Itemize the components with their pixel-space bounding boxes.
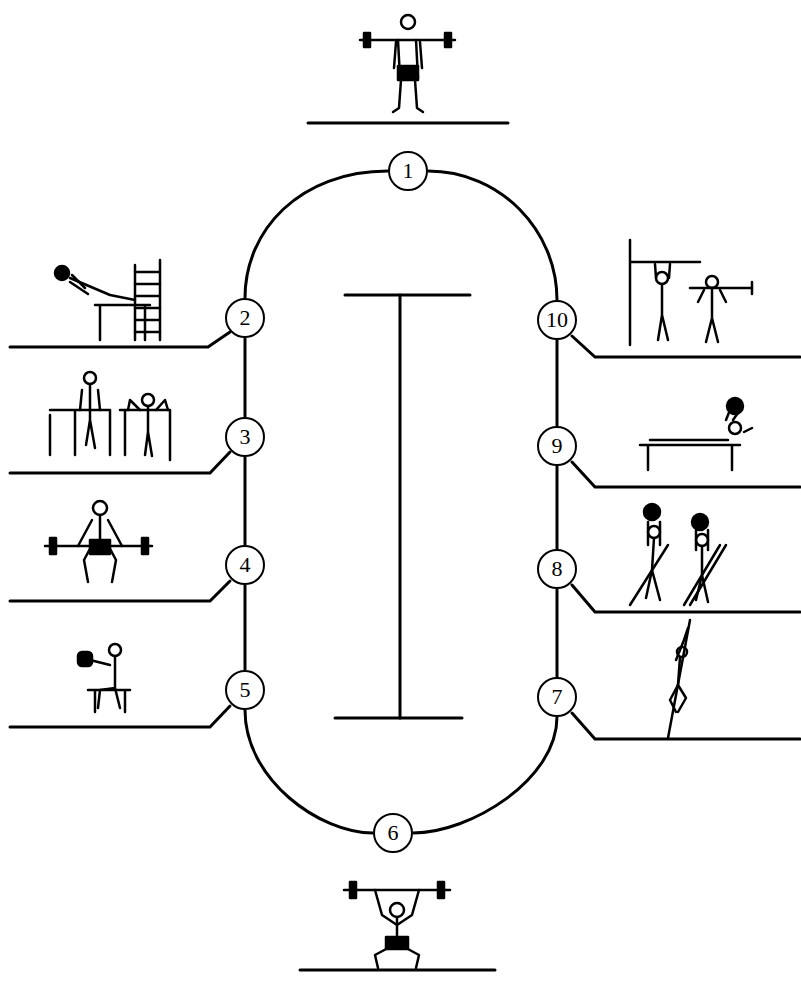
track-line	[556, 466, 559, 549]
track-line	[413, 717, 557, 833]
station-circle: 6	[373, 813, 413, 853]
track-line	[428, 171, 557, 300]
station-circle: 2	[225, 298, 265, 338]
track-line	[245, 171, 388, 298]
station-number: 1	[403, 160, 414, 182]
station-circle: 3	[225, 417, 265, 457]
station-circle: 4	[225, 545, 265, 585]
station-number: 2	[240, 307, 251, 329]
station-number: 8	[552, 558, 563, 580]
station-circle: 5	[225, 670, 265, 710]
station-number: 10	[546, 309, 568, 331]
station-circle: 10	[537, 300, 577, 340]
station-number: 5	[240, 679, 251, 701]
station-circle: 9	[537, 426, 577, 466]
track-line	[556, 589, 559, 677]
track-line	[556, 340, 559, 426]
station-number: 4	[240, 554, 251, 576]
station-circle: 8	[537, 549, 577, 589]
station-number: 9	[552, 435, 563, 457]
station-number: 6	[388, 822, 399, 844]
track-line	[244, 338, 247, 417]
track-line	[244, 457, 247, 545]
station-number: 3	[240, 426, 251, 448]
track-line	[245, 710, 373, 833]
station-circle: 1	[388, 151, 428, 191]
track-line	[244, 585, 247, 670]
station-number: 7	[552, 686, 563, 708]
station-circle: 7	[537, 677, 577, 717]
